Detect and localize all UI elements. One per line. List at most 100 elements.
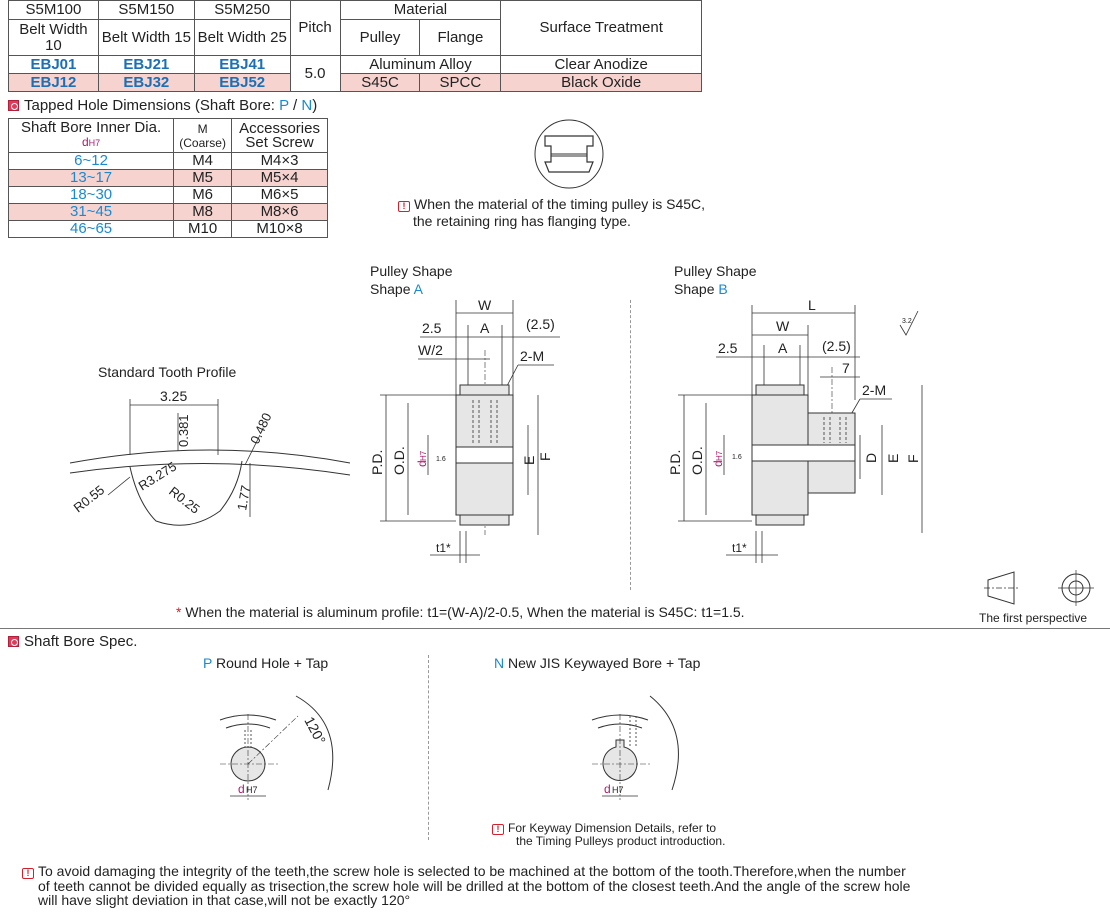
hdr-m: M (Coarse): [173, 118, 233, 153]
keyway-note: !For Keyway Dimension Details, refer to …: [492, 822, 725, 848]
svg-text:3.2: 3.2: [902, 318, 912, 325]
pulley-s45c: S45C: [339, 73, 421, 92]
material-aluminum: Aluminum Alloy: [339, 55, 502, 74]
col-s5m250: S5M250: [193, 0, 291, 20]
hdr-accessories: Accessories Set Screw: [231, 118, 328, 153]
bore-row: 31~45: [7, 203, 175, 221]
dim-0480: 0.480: [247, 410, 274, 446]
belt-width-15: Belt Width 15: [97, 19, 195, 56]
svg-text:2.5: 2.5: [718, 340, 738, 356]
svg-text:d: d: [238, 782, 245, 796]
svg-text:W: W: [776, 318, 790, 334]
svg-text:(2.5): (2.5): [822, 338, 851, 354]
svg-text:E: E: [521, 456, 537, 465]
shape-b-diagram: L W 2.5 A (2.5) 7 2-M P.D. O.D. d H7 1.6…: [667, 297, 923, 563]
footnote: * When the material is aluminum profile:…: [176, 604, 745, 620]
hdr-shaft: Shaft Bore Inner Dia. dH7: [7, 118, 175, 153]
svg-text:D: D: [863, 453, 879, 463]
note-icon: !: [22, 868, 34, 879]
svg-text:H7: H7: [612, 785, 624, 795]
code-ebj12[interactable]: EBJ12: [8, 73, 99, 92]
svg-text:W: W: [478, 297, 492, 313]
svg-text:H7: H7: [715, 450, 724, 461]
svg-text:O.D.: O.D.: [391, 446, 407, 475]
spec-divider: [428, 655, 429, 840]
svg-text:1.6: 1.6: [436, 456, 446, 463]
first-perspective-symbol: [984, 570, 1094, 606]
screw-row: M4×3: [231, 152, 328, 170]
dim-r025: R0.25: [166, 484, 203, 517]
belt-width-10: Belt Width 10: [8, 19, 99, 56]
belt-width-25: Belt Width 25: [193, 19, 291, 56]
shape-b-title: Pulley Shape Shape B: [674, 263, 757, 297]
col-material: Material: [339, 0, 502, 20]
svg-text:2.5: 2.5: [422, 320, 442, 336]
retaining-ring-diagram: [534, 119, 604, 189]
shaft-spec-title: Shaft Bore Spec.: [8, 633, 137, 650]
tapped-title: Tapped Hole Dimensions (Shaft Bore: P / …: [8, 97, 317, 114]
svg-text:d: d: [711, 460, 725, 467]
surface-clear: Clear Anodize: [500, 55, 702, 74]
svg-text:7: 7: [842, 360, 850, 376]
svg-text:H7: H7: [246, 785, 258, 795]
screw-row: M8×6: [231, 203, 328, 221]
tooth-profile-diagram: 3.25 0.381 0.480 R3.275 R0.55 R0.25 1.77: [69, 388, 351, 526]
col-pitch: Pitch: [289, 0, 341, 56]
tooth-profile-title: Standard Tooth Profile: [98, 364, 237, 380]
code-ebj41[interactable]: EBJ41: [193, 55, 291, 74]
n-keyway-diagram: d H7: [591, 695, 679, 800]
code-ebj21[interactable]: EBJ21: [97, 55, 195, 74]
note-icon: !: [492, 824, 504, 835]
m-row: M6: [173, 186, 233, 204]
col-pulley: Pulley: [339, 19, 421, 56]
pitch-value: 5.0: [289, 55, 341, 92]
svg-text:2-M: 2-M: [520, 348, 544, 364]
material-table: S5M100 S5M150 S5M250 Pitch Material Surf…: [8, 0, 702, 92]
svg-text:A: A: [480, 320, 490, 336]
code-ebj32[interactable]: EBJ32: [97, 73, 195, 92]
col-flange: Flange: [419, 19, 502, 56]
p-round-hole-title: P Round Hole + Tap: [203, 655, 329, 671]
svg-text:t1*: t1*: [732, 541, 747, 555]
screw-row: M6×5: [231, 186, 328, 204]
svg-text:t1*: t1*: [436, 541, 451, 555]
m-row: M8: [173, 203, 233, 221]
first-perspective-label: The first perspective: [979, 611, 1088, 625]
svg-text:F: F: [905, 454, 921, 463]
bore-row: 18~30: [7, 186, 175, 204]
col-s5m100: S5M100: [8, 0, 99, 20]
code-ebj01[interactable]: EBJ01: [8, 55, 99, 74]
col-surface: Surface Treatment: [500, 0, 702, 56]
svg-text:E: E: [885, 454, 901, 463]
svg-text:2-M: 2-M: [862, 382, 886, 398]
svg-text:A: A: [778, 340, 788, 356]
dim-325: 3.25: [160, 388, 187, 404]
flange-spcc: SPCC: [419, 73, 502, 92]
divider: [630, 300, 631, 590]
svg-text:1.6: 1.6: [732, 454, 742, 461]
shape-a-diagram: W 2.5 A (2.5) W/2 2-M P.D. O.D. d H7 1.6…: [369, 297, 560, 563]
bore-row: 6~12: [7, 152, 175, 170]
surface-black: Black Oxide: [500, 73, 702, 92]
section-divider: [0, 628, 1110, 629]
svg-text:(2.5): (2.5): [526, 316, 555, 332]
p-round-hole-diagram: 120° d H7: [219, 695, 334, 800]
dim-r055: R0.55: [71, 482, 108, 515]
dim-177: 1.77: [234, 484, 253, 512]
shape-a-title: Pulley Shape Shape A: [370, 263, 453, 297]
svg-text:H7: H7: [419, 450, 428, 461]
ring-note: !When the material of the timing pulley …: [398, 196, 705, 230]
bottom-note: !To avoid damaging the integrity of the …: [22, 864, 1108, 907]
svg-text:d: d: [415, 460, 429, 467]
section-bullet-icon: [8, 636, 19, 647]
section-bullet-icon: [8, 100, 19, 111]
svg-text:P.D.: P.D.: [369, 450, 385, 475]
n-keyway-title: N New JIS Keywayed Bore + Tap: [494, 655, 701, 671]
svg-text:L: L: [808, 297, 816, 313]
svg-text:W/2: W/2: [418, 342, 443, 358]
m-row: M5: [173, 169, 233, 187]
svg-text:F: F: [537, 452, 553, 461]
dim-0381: 0.381: [176, 414, 191, 447]
note-icon: !: [398, 201, 410, 212]
code-ebj52[interactable]: EBJ52: [193, 73, 291, 92]
